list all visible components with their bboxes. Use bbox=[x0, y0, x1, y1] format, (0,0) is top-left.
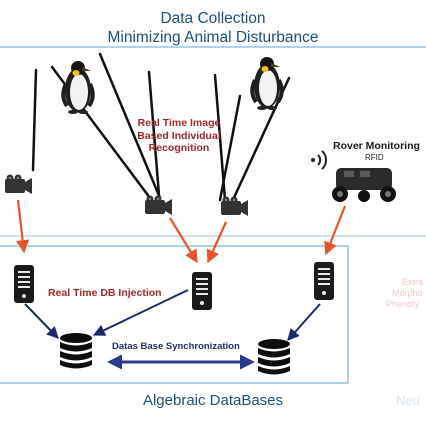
camera-icon bbox=[145, 195, 172, 215]
header-subtitle: Minimizing Animal Disturbance bbox=[107, 29, 319, 46]
header-title: Data Collection bbox=[160, 10, 266, 27]
recognition-label-line: Recognition bbox=[148, 142, 210, 154]
cut-off-line: Extra bbox=[402, 277, 424, 287]
rover-label: Rover Monitoring bbox=[333, 140, 420, 152]
footer-title: Algebraic DataBases bbox=[142, 392, 284, 409]
server-icon bbox=[192, 272, 212, 310]
database-icon bbox=[60, 333, 92, 369]
camera-icon bbox=[221, 196, 248, 216]
injection-arrows bbox=[24, 289, 321, 341]
db-sync-label: Datas Base Synchronization bbox=[112, 341, 240, 352]
recognition-label-line: Based Individual bbox=[137, 129, 221, 142]
cut-off-line: Morpho bbox=[392, 288, 423, 298]
db-injection-label: Real Time DB Injection bbox=[48, 287, 162, 299]
cut-off-phenotype-label: Extra Morpho Phenoty bbox=[386, 277, 426, 310]
database-icon bbox=[258, 339, 290, 375]
collection-arrows bbox=[16, 199, 347, 264]
penguin-icon bbox=[61, 59, 95, 116]
server-icon bbox=[314, 262, 334, 300]
recognition-label: Real Time Image Based Individual Recogni… bbox=[128, 117, 230, 155]
server-icon bbox=[14, 265, 34, 303]
wifi-icon bbox=[311, 150, 328, 170]
recognition-label-line: Real Time Image bbox=[137, 117, 221, 129]
database-region-frame bbox=[0, 245, 349, 384]
camera-icon bbox=[5, 174, 32, 194]
cut-off-bottom-label: Neu bbox=[396, 393, 420, 408]
rover-icon bbox=[332, 168, 396, 202]
cut-off-line: Phenoty bbox=[386, 299, 420, 309]
rover-sublabel: RFID bbox=[365, 153, 384, 162]
